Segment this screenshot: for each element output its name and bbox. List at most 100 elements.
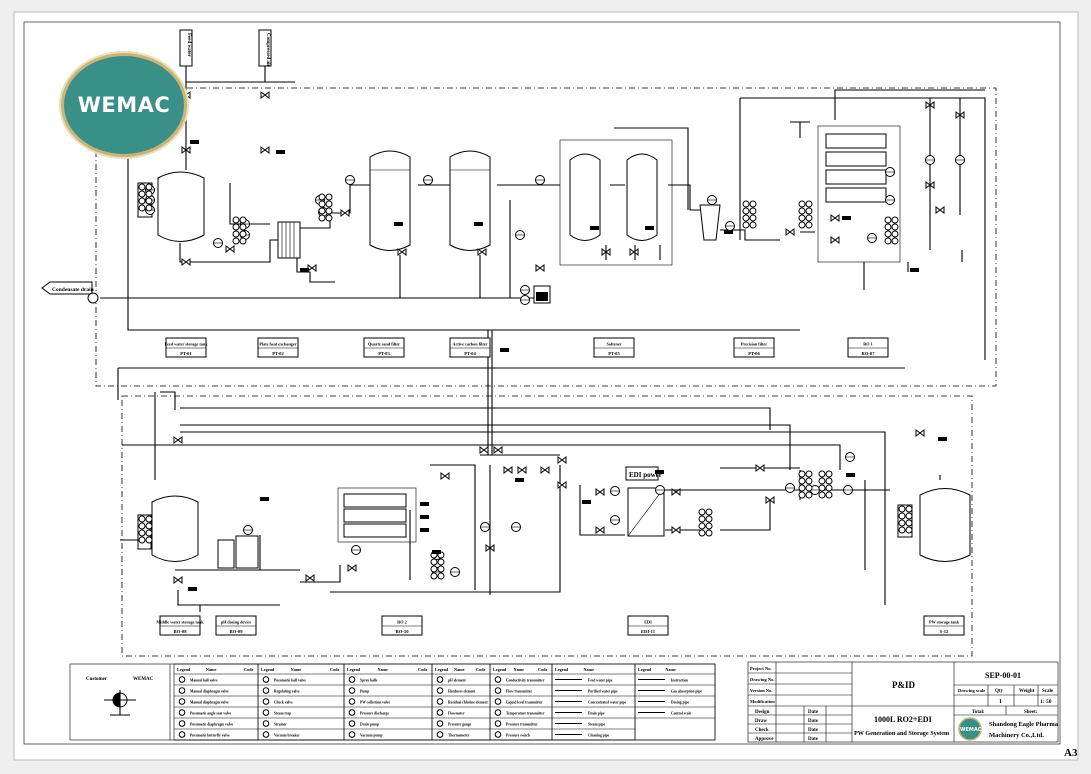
tag-number-box — [432, 550, 441, 554]
valve-symbol — [479, 446, 489, 454]
instrument-rack — [318, 193, 333, 222]
valve-symbol — [557, 456, 567, 464]
legend-entry: Vacuum pump — [360, 734, 383, 738]
valve-symbol — [535, 264, 545, 272]
instrument-rack — [898, 505, 913, 534]
tag-number-box — [582, 500, 591, 504]
valve-symbol — [755, 464, 765, 472]
valve-symbol — [440, 472, 450, 480]
instrument-rack — [818, 470, 833, 499]
equipment-tag-code: PT-01 — [180, 351, 192, 356]
tb-title-line2: PW Generation and Storage System — [854, 730, 950, 737]
svg-text:Feed water: Feed water — [186, 33, 191, 58]
tb-date-4: Date — [808, 737, 819, 742]
valve-symbol — [540, 466, 550, 474]
valve-symbol — [557, 481, 567, 489]
equipment-tag-code: PT-06 — [748, 351, 760, 356]
valve-symbol — [181, 258, 191, 266]
legend-header: Name — [377, 667, 388, 672]
tag-number-box — [842, 216, 851, 220]
legend-entry: Drain pipe — [588, 712, 605, 716]
equipment-tag-name: RO 1 — [863, 342, 872, 347]
legend-entry: Liquid level transmitter — [506, 701, 543, 705]
valve-symbol — [955, 111, 965, 119]
equipment-tag-code: RO-07 — [861, 351, 875, 356]
title-block-text: P&ID 1000L RO2+EDI PW Generation and Sto… — [854, 671, 1059, 741]
softener-unit — [559, 139, 673, 266]
equipment-tag: RO 1 RO-07 — [847, 337, 889, 358]
legend-entry: Cleaning pipe — [588, 734, 610, 738]
legend-entry: Check valve — [274, 701, 293, 705]
legend-entry: Conductivity transmitter — [506, 679, 545, 683]
legend-entry: Residual chlorine element — [448, 701, 489, 705]
instrument-rack — [798, 200, 813, 229]
legend-entry: Pressure gauge — [448, 723, 472, 727]
legend-header: Legend — [638, 667, 652, 672]
tag-number-box — [260, 497, 269, 501]
tag-number-box — [300, 268, 309, 272]
svg-text:Compressed air: Compressed air — [265, 33, 270, 67]
tb-date-2: Date — [808, 719, 819, 724]
tag-number-box — [394, 222, 403, 226]
legend-entry: Feed water pipe — [588, 679, 613, 683]
valve-symbol — [830, 236, 840, 244]
equipment-tag-name: Middle water storage tank — [156, 620, 204, 625]
valve-symbol — [397, 248, 407, 256]
condensate-drain-outlet: Condensate drain — [41, 281, 99, 304]
tb-logo-small — [958, 717, 982, 741]
valve-symbol — [477, 248, 487, 256]
edi-module: EDI power — [625, 466, 665, 537]
tb-draw: Draw — [755, 719, 767, 724]
tag-number-box — [500, 348, 509, 352]
tb-drawing-type: P&ID — [892, 680, 915, 690]
tb-date-1: Date — [808, 710, 819, 715]
instrument-rack — [232, 216, 247, 245]
valve-symbol — [225, 245, 235, 253]
legend-entry: PW collection valve — [360, 701, 390, 705]
tb-company-line2: Machinery Co.,Ltd. — [989, 732, 1044, 739]
instrument-symbols — [138, 91, 965, 591]
legend-header: Name — [291, 667, 302, 672]
legend-entry: Steam trap — [274, 712, 291, 716]
tb-qty-hdr: Qty — [995, 689, 1004, 694]
instrument-rack — [138, 183, 153, 212]
legend-entry: Regulating valve — [274, 690, 300, 694]
legend-entry: Pneumatic angle seat valve — [190, 712, 232, 716]
legend-entry: Temperature transmitter — [506, 712, 545, 716]
tag-number-box — [515, 478, 524, 482]
ph-dosing-tank — [217, 535, 259, 569]
tb-qty-val: 1 — [999, 699, 1002, 705]
legend-header: Name — [206, 667, 217, 672]
dosing-beaker — [533, 285, 551, 304]
legend-entry: Strainer — [274, 723, 287, 727]
valve-symbol — [173, 576, 183, 584]
legend-entry: Flowmeter — [448, 712, 465, 716]
legend-entry: Pressure transmitter — [506, 723, 538, 727]
legend-header: Legend — [435, 667, 449, 672]
tag-number-box — [910, 268, 919, 272]
equipment-tag-code: RO-08 — [173, 629, 187, 634]
legend-entry: Gas absorption pipe — [671, 690, 702, 694]
legend-entry: Pneumatic ball valve — [274, 679, 306, 683]
tag-number-box — [655, 470, 664, 474]
valve-symbol — [517, 466, 527, 474]
instrument-rack — [884, 216, 899, 245]
tag-number-box — [420, 528, 429, 532]
tb-design: Design — [755, 710, 770, 715]
tag-number-box — [420, 502, 429, 506]
tb-approve: Approve — [755, 737, 774, 742]
tb-date-3: Date — [808, 728, 819, 733]
instrument-rack — [798, 470, 813, 499]
legend-entry: Manual diaphragm valve — [190, 690, 229, 694]
equipment-tag-code: PT-03 — [378, 351, 390, 356]
pretreatment-boundary — [95, 87, 997, 387]
legend-entry: Manual ball valve — [190, 679, 218, 683]
equipment-tag-name: Quartz sand filter — [368, 342, 400, 347]
tag-number-box — [724, 230, 733, 234]
valve-symbol — [925, 101, 935, 109]
ro1-unit — [817, 125, 901, 263]
